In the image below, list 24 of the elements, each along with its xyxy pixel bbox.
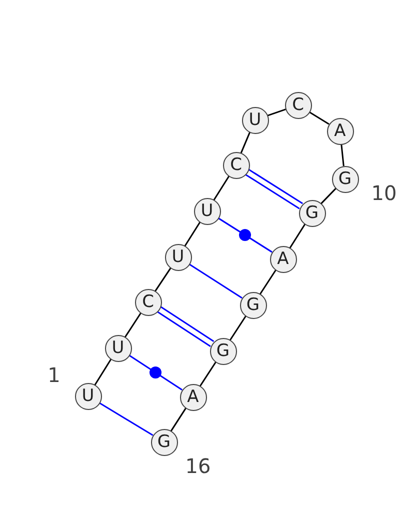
position-number: 10 — [371, 183, 397, 203]
backbone-line — [308, 111, 330, 125]
base-pair-line — [156, 306, 214, 348]
backbone-line — [124, 312, 142, 338]
position-number: 16 — [185, 456, 211, 476]
backbone-line — [213, 176, 230, 200]
base-pair-line — [128, 354, 183, 391]
backbone-line — [320, 188, 336, 204]
base-pair-line — [245, 168, 303, 210]
backbone-line — [267, 108, 286, 116]
base-pair-line — [98, 402, 154, 436]
backbone-line — [199, 361, 217, 387]
backbone-line — [229, 315, 247, 341]
backbone-line — [154, 267, 172, 292]
position-number: 1 — [48, 365, 60, 385]
backbone-line — [340, 144, 344, 166]
base-pair-line — [188, 263, 242, 299]
backbone-line — [94, 358, 112, 386]
backbone-line — [240, 132, 251, 154]
backbone-line — [170, 408, 187, 432]
base-pair-line — [218, 217, 272, 253]
backbone-line — [259, 269, 277, 295]
backbone-line — [289, 224, 306, 248]
backbone-line — [184, 222, 201, 246]
